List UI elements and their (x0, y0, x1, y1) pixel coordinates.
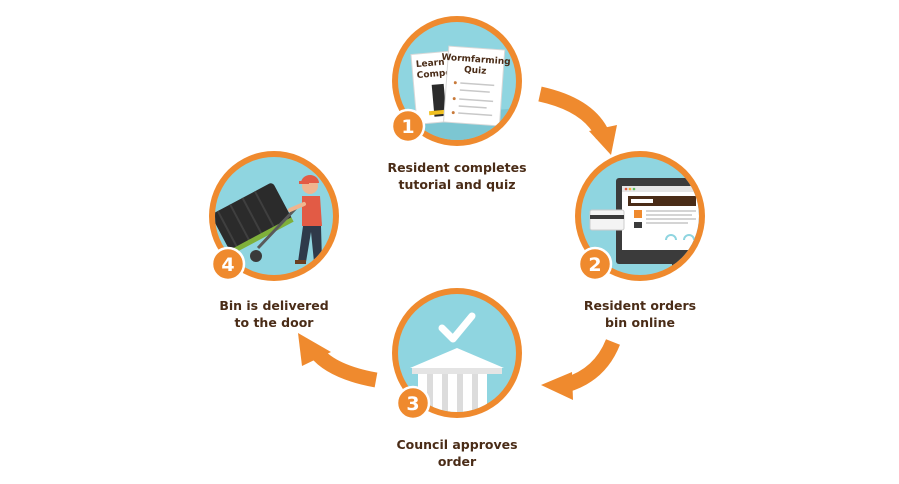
svg-text:2: 2 (588, 254, 601, 276)
council-building-icon (410, 312, 504, 412)
step-1-circle: Learn t Compo Wormfarming Quiz 1 (390, 16, 522, 146)
step-3-circle: 3 (392, 288, 522, 421)
svg-text:3: 3 (406, 393, 419, 415)
svg-text:4: 4 (221, 254, 234, 276)
step-4-label: Bin is delivered to the door (219, 298, 329, 330)
check-icon (438, 312, 476, 343)
arrow-step1-to-step2 (538, 86, 617, 155)
svg-text:Learn t: Learn t (415, 57, 453, 70)
delivery-person-icon (215, 175, 324, 264)
step-3-label: Council approves order (396, 437, 518, 469)
step-2-badge: 2 (577, 246, 613, 282)
svg-text:Wormfarming: Wormfarming (441, 53, 511, 68)
step-1-label: Resident completes tutorial and quiz (387, 160, 527, 192)
svg-text:1: 1 (401, 116, 414, 138)
step-2-circle: 2 (575, 151, 705, 282)
svg-text:Quiz: Quiz (464, 65, 487, 77)
step-4-badge: 4 (210, 246, 246, 282)
step-3-badge: 3 (395, 385, 431, 421)
arrow-step3-to-step4 (298, 333, 378, 388)
svg-text:Compo: Compo (416, 68, 452, 81)
tutorial-quiz-icon: Learn t Compo Wormfarming Quiz (398, 45, 516, 140)
arrow-step2-to-step3 (541, 339, 620, 400)
step-2-label: Resident orders bin online (583, 298, 697, 330)
step-1-badge: 1 (390, 108, 426, 144)
step-4-circle: 4 (209, 151, 339, 282)
